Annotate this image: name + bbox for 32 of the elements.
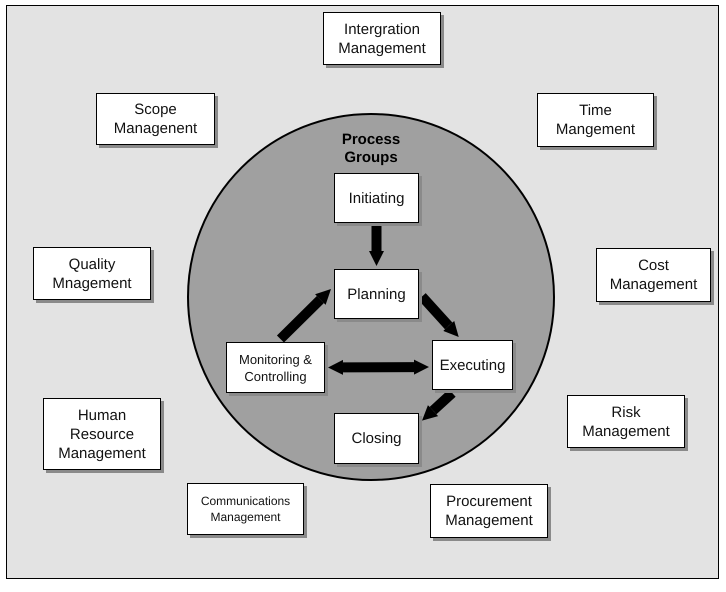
process-box (567, 395, 685, 448)
box-label: Intergration Management (337, 20, 427, 58)
box-label: Communications Management (200, 493, 292, 525)
block-arrow (369, 226, 384, 266)
block-arrow (328, 360, 429, 375)
process-box (323, 12, 441, 65)
box-label: Planning (347, 284, 406, 304)
block-arrow (276, 289, 331, 343)
box-label: Time Mangement (554, 101, 636, 139)
process-box (430, 484, 548, 538)
process-box (33, 247, 151, 300)
box-label: Executing (440, 356, 506, 374)
process-box (226, 342, 325, 393)
process-box (432, 340, 513, 390)
process-box (334, 413, 419, 464)
group-heading: Process Groups (340, 131, 402, 167)
process-box (537, 93, 654, 147)
process-box (596, 248, 711, 302)
box-label: Quality Mnagement (51, 254, 133, 292)
box-label: Monitoring & Controlling (238, 350, 313, 384)
box-label: Cost Management (608, 256, 698, 294)
process-box (96, 93, 215, 145)
process-box (334, 173, 419, 223)
box-label: Risk Management (581, 402, 671, 440)
box-label: Human Resource Management (57, 406, 147, 462)
box-label: Procurement Management (444, 492, 534, 530)
process-box (334, 269, 419, 319)
process-box (187, 483, 304, 535)
box-label: Closing (351, 429, 402, 448)
process-box (43, 398, 161, 470)
box-label: Scope Managenent (112, 100, 198, 138)
box-label: Initiating (348, 188, 404, 208)
